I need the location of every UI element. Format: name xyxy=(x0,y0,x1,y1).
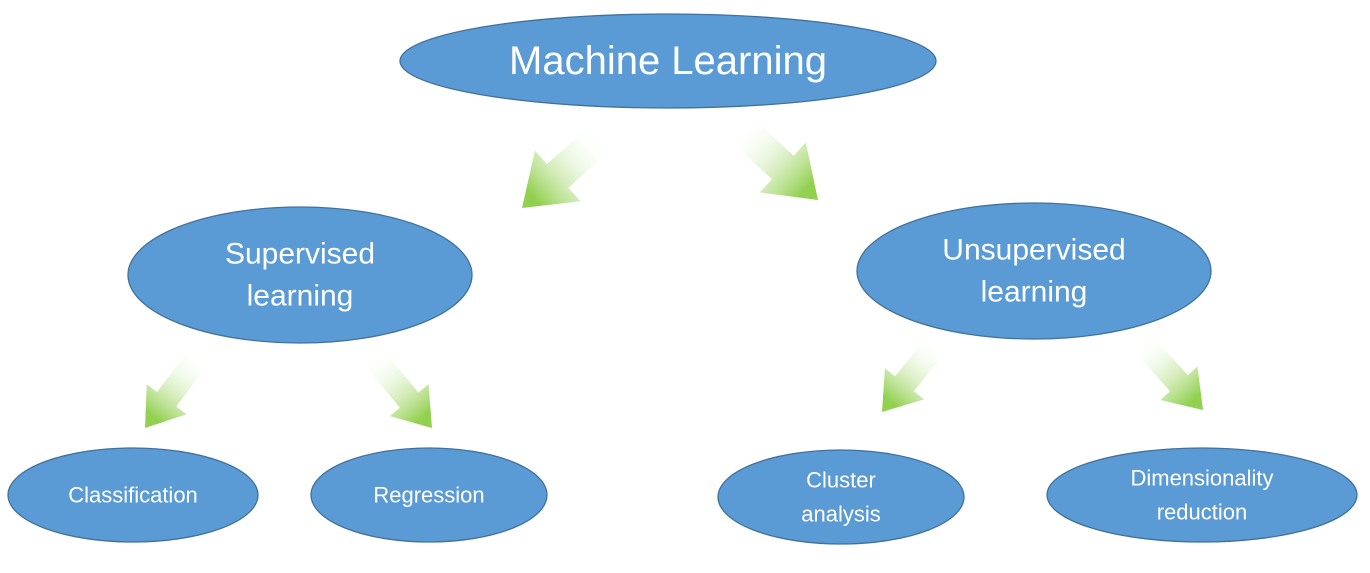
node-classification: Classification xyxy=(7,447,259,543)
node-ellipse xyxy=(127,206,473,344)
node-ellipse xyxy=(856,202,1212,340)
arrows-layer xyxy=(145,116,1203,428)
node-label: Classification xyxy=(68,483,198,508)
node-cluster-analysis: Cluster analysis xyxy=(717,449,965,545)
node-unsupervised-learning: Unsupervised learning xyxy=(856,202,1212,340)
node-label: Supervised xyxy=(225,238,375,271)
node-label: Regression xyxy=(373,483,484,508)
nodes-layer: Machine LearningSupervisedlearningUnsupe… xyxy=(7,13,1358,545)
node-supervised-learning: Supervised learning xyxy=(127,206,473,344)
node-label: reduction xyxy=(1157,500,1248,525)
node-regression: Regression xyxy=(310,447,548,543)
node-label: learning xyxy=(247,280,354,313)
node-label: Cluster xyxy=(806,468,876,493)
node-ellipse xyxy=(1046,447,1358,543)
arrow-supervised-learning-to-classification-icon xyxy=(145,347,210,428)
node-label: Dimensionality xyxy=(1130,466,1273,491)
node-label: Machine Learning xyxy=(509,39,827,83)
node-ellipse xyxy=(310,447,548,543)
node-ellipse xyxy=(7,447,259,543)
node-ellipse xyxy=(717,449,965,545)
arrow-unsupervised-learning-to-dimensionality-reduction-icon xyxy=(1131,332,1203,410)
arrow-machine-learning-to-supervised-learning-icon xyxy=(522,126,611,208)
arrow-supervised-learning-to-regression-icon xyxy=(362,347,432,428)
node-label: Unsupervised xyxy=(942,234,1125,267)
node-ellipse xyxy=(399,13,937,109)
node-dimensionality-reduction: Dimensionality reduction xyxy=(1046,447,1358,543)
node-label: learning xyxy=(981,276,1088,309)
arrow-unsupervised-learning-to-cluster-analysis-icon xyxy=(882,335,947,412)
node-machine-learning: Machine Learning xyxy=(399,13,937,109)
arrow-machine-learning-to-unsupervised-learning-icon xyxy=(729,116,818,200)
node-label: analysis xyxy=(801,502,880,527)
